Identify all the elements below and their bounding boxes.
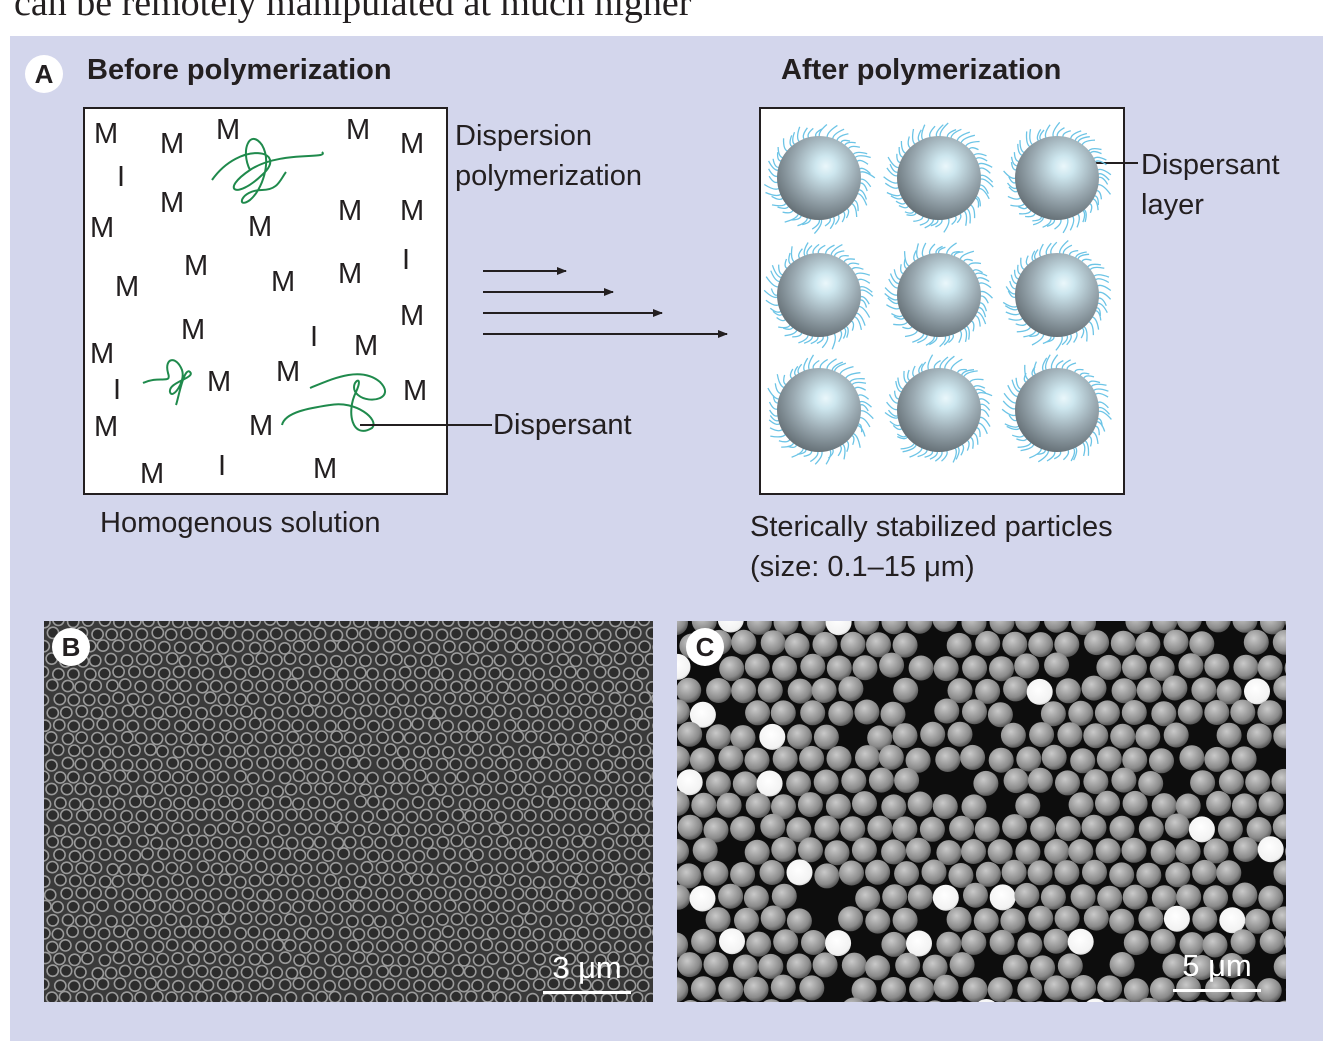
dispersant-chain <box>142 359 192 406</box>
scale-label-b: 3 μm <box>552 950 622 985</box>
stabilized-particles-caption: Sterically stabilized particles (size: 0… <box>750 507 1113 587</box>
stabilized-particle <box>763 242 874 350</box>
stabilized-particle <box>1001 354 1112 463</box>
monomer-symbol: M <box>140 458 165 490</box>
stabilized-particle <box>884 242 993 348</box>
monomer-symbol: M <box>400 128 425 160</box>
initiator-symbol: I <box>402 244 411 276</box>
stabilized-particle <box>763 124 876 235</box>
before-polymerization-title: Before polymerization <box>87 54 392 86</box>
monomer-symbol: M <box>90 212 115 244</box>
sem-b-particles <box>44 621 653 1002</box>
homogenous-solution-caption: Homogenous solution <box>100 507 381 539</box>
stabilized-particle <box>767 354 874 465</box>
scale-bar-line-c <box>1173 989 1261 992</box>
process-label-line1: Dispersion <box>455 120 592 152</box>
monomer-symbol: M <box>271 266 296 298</box>
sem-c-particles <box>677 621 1286 1002</box>
monomer-symbol: M <box>354 330 379 362</box>
stabilized-particle-grid <box>763 121 1112 465</box>
monomer-symbol: M <box>338 195 363 227</box>
monomer-symbol: M <box>313 453 338 485</box>
monomer-symbol: M <box>248 211 273 243</box>
monomer-symbol: M <box>115 271 140 303</box>
dispersant-label: Dispersant <box>493 409 632 441</box>
initiator-symbol: I <box>113 374 122 406</box>
after-polymerization-title: After polymerization <box>781 54 1062 86</box>
stabilized-particle <box>884 354 993 463</box>
initiator-symbol: I <box>117 161 126 193</box>
monomer-symbol: M <box>94 411 119 443</box>
monomer-symbol: M <box>403 375 428 407</box>
stabilized-particle <box>1003 121 1112 234</box>
dispersant-layer-label: Dispersant layer <box>1141 145 1280 225</box>
monomer-symbol: M <box>207 366 232 398</box>
monomer-symbol: M <box>338 258 363 290</box>
after-caption-line1: Sterically stabilized particles <box>750 511 1113 543</box>
monomer-symbol: M <box>90 338 115 370</box>
reaction-arrows <box>483 267 728 338</box>
monomer-symbol: M <box>400 195 425 227</box>
monomer-symbol: M <box>160 128 185 160</box>
monomer-symbol: M <box>184 250 209 282</box>
dispersant-chain <box>211 138 324 204</box>
initiator-symbol: I <box>310 321 319 353</box>
monomer-symbol: M <box>276 356 301 388</box>
panel-c-badge: C <box>686 628 724 666</box>
scale-label-c: 5 μm <box>1182 948 1252 983</box>
monomer-symbol: M <box>181 314 206 346</box>
stabilized-particle <box>883 122 994 233</box>
monomer-symbol: M <box>346 114 371 146</box>
panel-a-badge: A <box>25 55 63 93</box>
scale-bar-b: 3 μm <box>543 952 631 994</box>
scale-bar-line-b <box>543 991 631 994</box>
monomer-symbol: M <box>249 410 274 442</box>
sem-image-c <box>677 621 1286 1002</box>
monomer-symbol: M <box>216 114 241 146</box>
monomer-symbol: M <box>160 187 185 219</box>
stabilized-particle <box>1002 240 1112 351</box>
process-label-line2: polymerization <box>455 160 642 192</box>
monomer-symbol: M <box>94 118 119 150</box>
continuation-text: can be remotely manipulated at much high… <box>14 0 692 24</box>
dispersant-chain <box>281 373 387 432</box>
initiator-symbol: I <box>218 450 227 482</box>
panel-b-badge: B <box>52 628 90 666</box>
dispersant-chains <box>142 138 387 432</box>
dispersant-layer-line1: Dispersant <box>1141 149 1280 181</box>
dispersant-layer-line2: layer <box>1141 189 1204 221</box>
monomer-symbol: M <box>400 300 425 332</box>
dispersion-polymerization-label: Dispersion polymerization <box>455 116 642 196</box>
after-caption-line2: (size: 0.1–15 μm) <box>750 551 975 583</box>
scale-bar-c: 5 μm <box>1173 950 1261 992</box>
sem-image-b <box>44 621 653 1002</box>
